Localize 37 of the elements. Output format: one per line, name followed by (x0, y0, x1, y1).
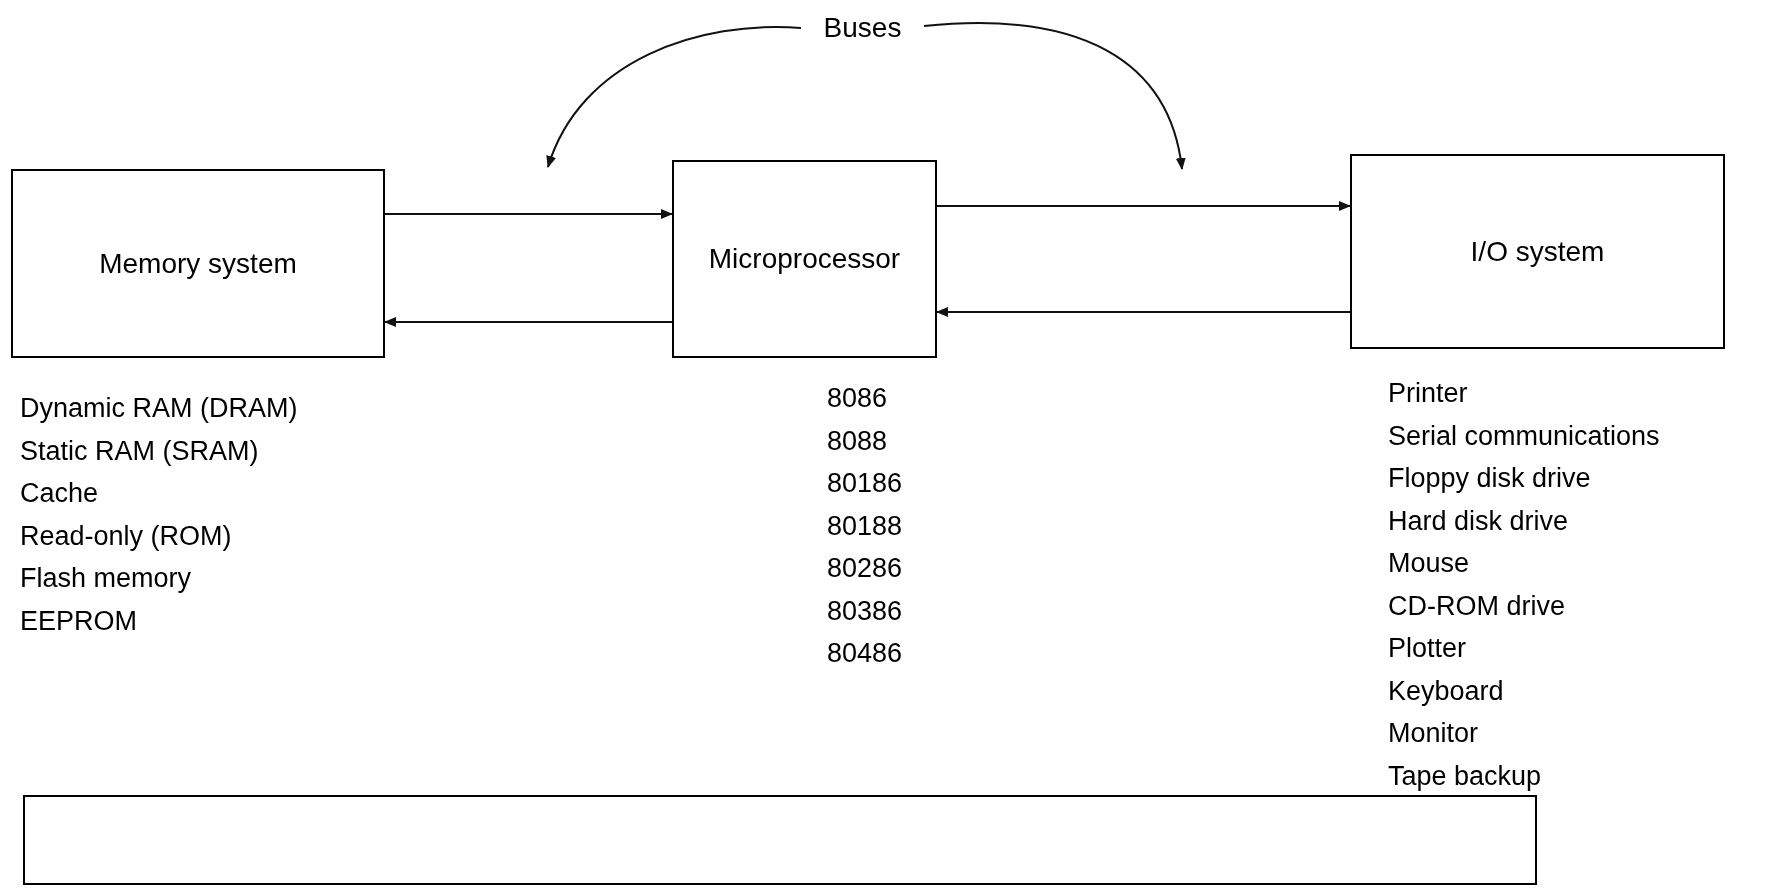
list-item: 80486 (827, 640, 903, 667)
list-item: Serial communications (1388, 422, 1660, 450)
block-label: I/O system (1470, 234, 1605, 269)
list-item: Dynamic RAM (DRAM) (20, 395, 298, 422)
arrow (547, 26, 802, 168)
arrow (936, 307, 1351, 317)
list-item: Plotter (1388, 635, 1467, 662)
list-item: Read-only (ROM) (20, 522, 232, 550)
list-item: Tape backup (1388, 762, 1542, 790)
list-item: 80386 (827, 597, 903, 625)
list-item: Static RAM (SRAM) (20, 437, 259, 465)
block-label: Memory system (99, 246, 297, 281)
list-item: 80188 (827, 512, 903, 540)
list-item: EEPROM (20, 607, 138, 635)
list-item: Mouse (1388, 550, 1470, 577)
list-item: CD-ROM drive (1388, 592, 1565, 620)
block-label: Microprocessor (708, 242, 901, 276)
bus-label: Buses (805, 8, 920, 48)
arrow (923, 22, 1185, 170)
list-item: 80186 (827, 470, 903, 497)
arrow (384, 317, 673, 327)
list-item: Keyboard (1388, 677, 1504, 705)
arrow (384, 209, 673, 219)
list-item: Printer (1388, 380, 1468, 407)
list-item: 8086 (827, 385, 888, 412)
list-item: Flash memory (20, 565, 192, 592)
list-item: Floppy disk drive (1388, 465, 1591, 492)
list-item: 8088 (827, 427, 888, 455)
block-box (672, 160, 937, 358)
block-box (11, 169, 385, 358)
list-item: Monitor (1388, 720, 1479, 747)
block-box (1350, 154, 1725, 349)
list-item: Cache (20, 480, 99, 507)
empty-box (23, 795, 1537, 885)
arrow (936, 201, 1351, 211)
list-item: 80286 (827, 555, 903, 582)
list-item: Hard disk drive (1388, 507, 1569, 535)
